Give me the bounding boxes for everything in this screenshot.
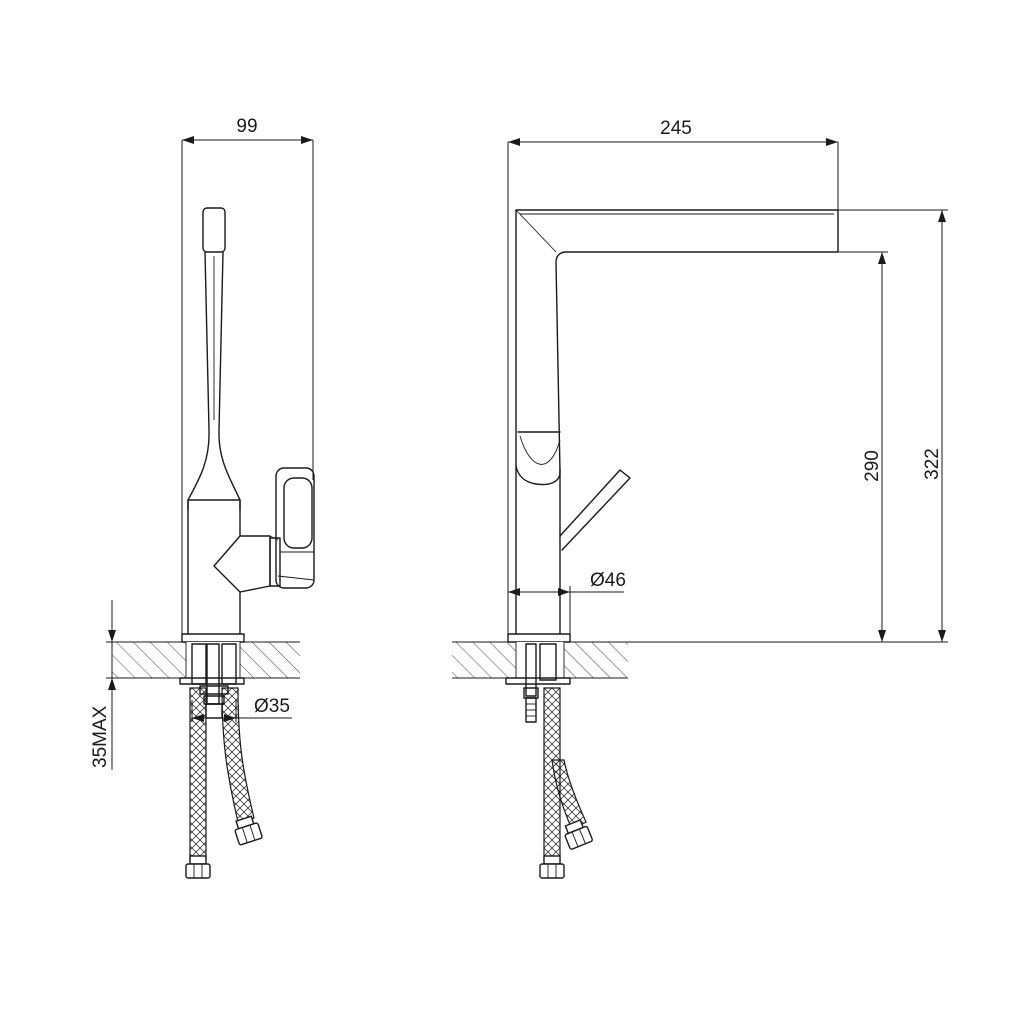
side-body	[187, 467, 315, 635]
front-mounting	[505, 643, 571, 723]
side-base-flange	[181, 633, 245, 643]
dimension-35max: 35MAX	[90, 600, 182, 770]
side-view: 99	[90, 116, 315, 879]
dimension-body-46: Ø46	[508, 570, 626, 640]
side-mounting	[179, 643, 245, 719]
side-hoses	[185, 687, 263, 879]
front-base-flange	[507, 633, 571, 643]
dimension-99-label: 99	[236, 116, 257, 137]
front-hoses	[539, 687, 593, 879]
front-body	[515, 465, 631, 635]
dimension-290-label: 290	[862, 450, 883, 482]
side-spout	[187, 207, 241, 511]
dimension-245-label: 245	[660, 118, 692, 139]
dimension-322: 322	[922, 210, 946, 642]
dimension-245: 245	[507, 118, 839, 640]
front-spout	[515, 209, 839, 486]
dimension-99: 99	[181, 116, 314, 640]
dimension-hole-35-label: Ø35	[254, 696, 290, 717]
dimension-body-46-label: Ø46	[590, 570, 626, 591]
dimension-35max-label: 35MAX	[90, 705, 111, 768]
front-view: 245 Ø46	[452, 118, 948, 879]
dimension-290: 290	[862, 252, 886, 642]
dimension-322-label: 322	[922, 448, 943, 480]
